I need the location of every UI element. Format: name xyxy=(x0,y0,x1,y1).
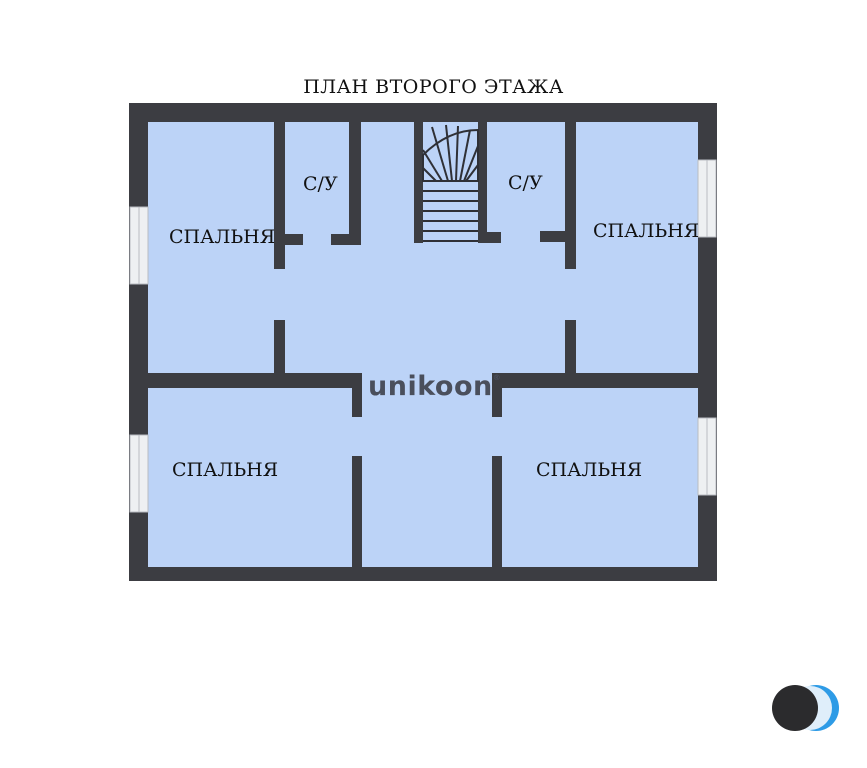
room-label-bathroom-right: С/У xyxy=(508,172,543,194)
brand-circles-icon xyxy=(772,685,839,731)
room-label-bedroom-top-left: СПАЛЬНЯ xyxy=(169,226,276,248)
registered-mark: ® xyxy=(492,373,502,382)
room-label-bathroom-left: С/У xyxy=(303,173,338,195)
staircase-icon xyxy=(422,124,479,242)
windows xyxy=(129,159,717,513)
watermark-logo: unikoon® xyxy=(368,371,502,402)
room-label-bedroom-bottom-left: СПАЛЬНЯ xyxy=(172,459,279,481)
room-label-bedroom-top-right: СПАЛЬНЯ xyxy=(593,220,700,242)
plan-title: ПЛАН ВТОРОГО ЭТАЖА xyxy=(303,76,564,98)
room-label-bedroom-bottom-right: СПАЛЬНЯ xyxy=(536,459,643,481)
interior-walls xyxy=(148,122,698,567)
watermark-text: unikoon xyxy=(368,371,493,402)
